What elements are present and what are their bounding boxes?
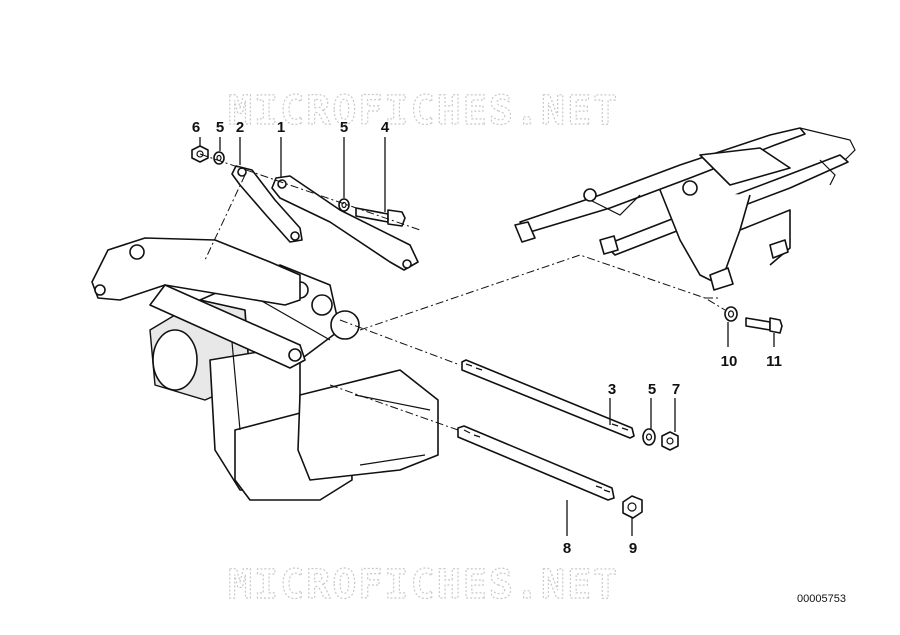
- callouts: 6 5 2 1 5 4 3 5 7 8 9 10 11: [192, 119, 782, 557]
- callout-5-right: 5: [648, 381, 656, 398]
- document-number: 00005753: [797, 593, 846, 605]
- watermark-top: MICROFICHES.NET: [228, 88, 619, 134]
- callout-6: 6: [192, 119, 200, 136]
- watermark-bottom: MICROFICHES.NET: [228, 562, 619, 608]
- callout-1: 1: [277, 119, 285, 136]
- callout-5-top-right: 5: [340, 119, 348, 136]
- rear-subframe: [514, 127, 856, 291]
- callout-3: 3: [608, 381, 616, 398]
- engine-frame-bar: [91, 237, 306, 369]
- callout-10: 10: [721, 353, 738, 370]
- assembly-lines: [199, 153, 726, 431]
- callout-4: 4: [381, 119, 390, 136]
- callout-5-top-left: 5: [216, 119, 224, 136]
- callout-11: 11: [766, 353, 782, 370]
- bracket-part-1: [271, 175, 419, 271]
- stud-part-8: [457, 425, 615, 501]
- bracket-part-2: [231, 165, 303, 243]
- callout-2: 2: [236, 119, 244, 136]
- leader-lines: [199, 137, 775, 536]
- stud-part-3: [461, 359, 635, 439]
- callout-8: 8: [563, 540, 571, 557]
- hardware-right: [622, 306, 783, 519]
- callout-7: 7: [672, 381, 680, 398]
- callout-9: 9: [629, 540, 637, 557]
